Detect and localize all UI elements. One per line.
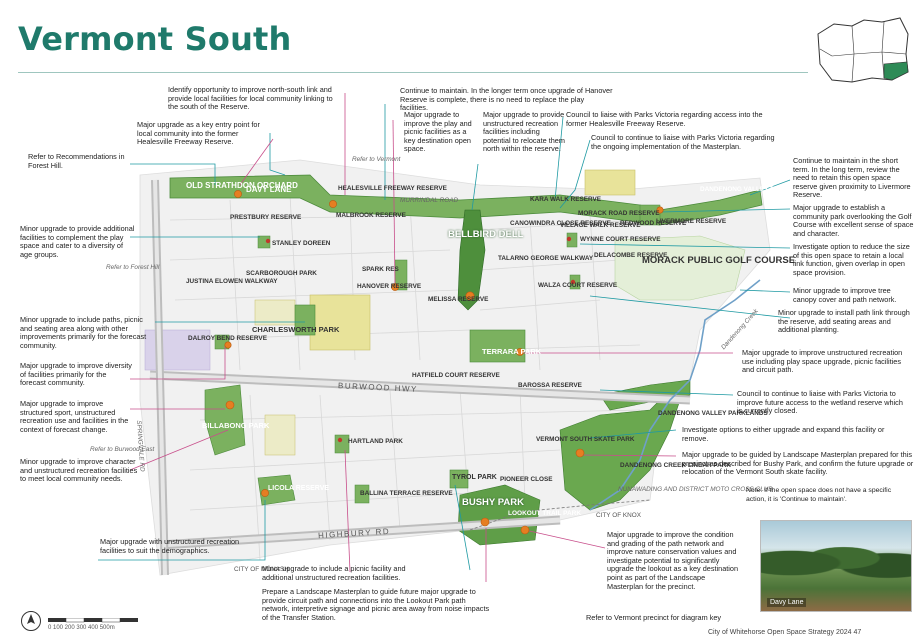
label-walza: WALZA COURT RESERVE — [538, 282, 618, 289]
label-livermore: LIVERMORE RESERVE — [656, 218, 727, 225]
page-footer: City of Whitehorse Open Space Strategy 2… — [708, 629, 862, 636]
label-kara: KARA WALK RESERVE — [530, 196, 602, 203]
label-stanley: STANLEY DOREEN — [272, 240, 331, 247]
park-davy-lane: DAVY LANE — [246, 185, 292, 194]
park-dandenong-top: DANDENONG VALLEY PARKLANDS — [700, 186, 810, 193]
park-dandenong-mid: DANDENONG VALLEY PARKLANDS — [658, 410, 768, 417]
label-delacombe: DELACOMBE RESERVE — [594, 252, 668, 259]
note-landscape-masterplan: Prepare a Landscape Masterplan to guide … — [262, 587, 490, 622]
scale-bar — [48, 618, 138, 623]
note-key-entry-point: Major upgrade as a key entry point for l… — [137, 120, 260, 147]
note-play-picnic: Major upgrade to improve the play and pi… — [404, 110, 472, 154]
photo-trees — [761, 533, 911, 583]
note-play-space-diversity: Minor upgrade to provide additional faci… — [20, 224, 135, 259]
label-canowindra: CANOWINDRA CLOSE RESERVE — [510, 220, 611, 227]
caption-refer-burwood-east: Refer to Burwood East — [90, 446, 155, 453]
label-pioneer: PIONEER CLOSE — [500, 476, 553, 483]
scale-label: 0 100 200 300 400 500m — [48, 625, 115, 631]
label-justina: JUSTINA ELOWEN WALKWAY — [186, 278, 278, 285]
label-vermont-skate: VERMONT SOUTH SKATE PARK — [536, 436, 635, 443]
label-spark: SPARK RES — [362, 266, 399, 273]
note-masterplan: Council to continue to liaise with Parks… — [591, 133, 775, 151]
note-paths-picnic: Minor upgrade to include paths, picnic a… — [20, 315, 147, 350]
caption-city-monash: CITY OF MONASH — [234, 566, 289, 573]
note-landscape-guided: Major upgrade to be guided by Landscape … — [682, 450, 914, 477]
label-malbrook: MALBROOK RESERVE — [336, 212, 406, 219]
note-parks-victoria-access: Council to liaise with Parks Victoria re… — [566, 110, 763, 128]
note-community-park: Major upgrade to establish a community p… — [793, 203, 914, 238]
page-title: Vermont South — [18, 20, 292, 58]
label-morack-road: MORACK ROAD RESERVE — [578, 210, 660, 217]
label-wynne: WYNNE COURT RESERVE — [580, 236, 661, 243]
note-tree-canopy: Minor upgrade to improve tree canopy cov… — [793, 286, 897, 304]
label-ballina: BALLINA TERRACE RESERVE — [360, 490, 453, 497]
park-morack-golf: MORACK PUBLIC GOLF COURSE — [642, 255, 796, 266]
note-lookout-path: Major upgrade to improve the condition a… — [607, 530, 739, 591]
note-diagram-key: Refer to Vermont precinct for diagram ke… — [586, 613, 722, 622]
park-charlesworth: CHARLESWORTH PARK — [252, 325, 340, 334]
park-bushy: BUSHY PARK — [462, 497, 524, 508]
photo-caption: Davy Lane — [767, 598, 807, 607]
note-diversity-forecast: Major upgrade to improve diversity of fa… — [20, 361, 132, 388]
note-refer-forest-hill: Refer to Recommendations in Forest Hill. — [28, 152, 125, 170]
caption-refer-vermont: Refer to Vermont — [352, 156, 401, 163]
photo-davy-lane: Davy Lane — [760, 520, 912, 612]
note-structured-sport: Major upgrade to improve structured spor… — [20, 399, 129, 434]
label-nunawading: NUNAWADING AND DISTRICT MOTO CROSS CLUB — [618, 486, 773, 493]
park-billabong: BILLABONG PARK — [202, 421, 270, 430]
note-wetland: Council to continue to liaise with Parks… — [737, 389, 903, 416]
north-arrow-icon — [21, 611, 41, 631]
note-character: Minor upgrade to improve character and u… — [20, 457, 138, 484]
note-picnic-facility: Minor upgrade to include a picnic facili… — [262, 564, 406, 582]
note-terrara-upgrade: Major upgrade to improve unstructured re… — [742, 348, 903, 375]
park-tyrol: TYROL PARK — [452, 474, 497, 481]
label-redwood: REDWOOD RESERVE — [620, 220, 687, 227]
note-continue-hanover: Continue to maintain. In the longer term… — [400, 86, 613, 113]
locator-map — [817, 17, 909, 83]
caption-city-knox: CITY OF KNOX — [596, 512, 641, 519]
park-licola: LICOLA RESERVE — [268, 485, 330, 492]
label-talarno: TALARNO GEORGE WALKWAY — [498, 255, 594, 262]
label-village: VILLAGE WALK RESERVE — [560, 222, 641, 229]
note-skate-investigate: Investigate options to either upgrade an… — [682, 425, 885, 443]
label-hatfield: HATFIELD COURT RESERVE — [412, 372, 500, 379]
park-lookout-trail: LOOKOUT TRAIL PARK — [508, 510, 582, 517]
label-scarborough: SCARBOROUGH PARK — [246, 270, 317, 277]
label-dalroy: DALROY BEND RESERVE — [188, 335, 267, 342]
label-hartland: HARTLAND PARK — [348, 438, 403, 445]
title-divider — [18, 72, 808, 73]
label-prestbury: PRESTBURY RESERVE — [230, 214, 302, 221]
label-melissa: MELISSA RESERVE — [428, 296, 489, 303]
note-reduce-size: Investigate option to reduce the size of… — [793, 242, 910, 277]
note-demographics: Major upgrade with unstructured recreati… — [100, 537, 240, 555]
note-path-link: Minor upgrade to install path link throu… — [778, 308, 910, 335]
park-dandenong-creek: DANDENONG CREEK LINEAR PARK — [620, 462, 732, 469]
road-murrindal: MURRINDAL ROAD — [400, 197, 459, 204]
park-old-strathdon: OLD STRATHDON ORCHARD — [186, 181, 298, 190]
label-barossa: BAROSSA RESERVE — [518, 382, 582, 389]
park-healesville: HEALESVILLE FREEWAY RESERVE — [338, 185, 447, 192]
note-default-action: Note: If the open space does not have a … — [746, 487, 892, 503]
note-unstructured-relocate: Major upgrade to provide unstructured re… — [483, 110, 565, 154]
park-bellbird-dell: BELLBIRD DELL — [448, 229, 524, 240]
note-livermore: Continue to maintain in the short term. … — [793, 156, 911, 200]
note-north-south-link: Identify opportunity to improve north-so… — [168, 85, 333, 112]
caption-refer-forest-hill: Refer to Forest Hill — [106, 264, 160, 271]
park-terrara: TERRARA PARK — [482, 347, 542, 356]
park-hanover: HANOVER RESERVE — [357, 283, 422, 290]
